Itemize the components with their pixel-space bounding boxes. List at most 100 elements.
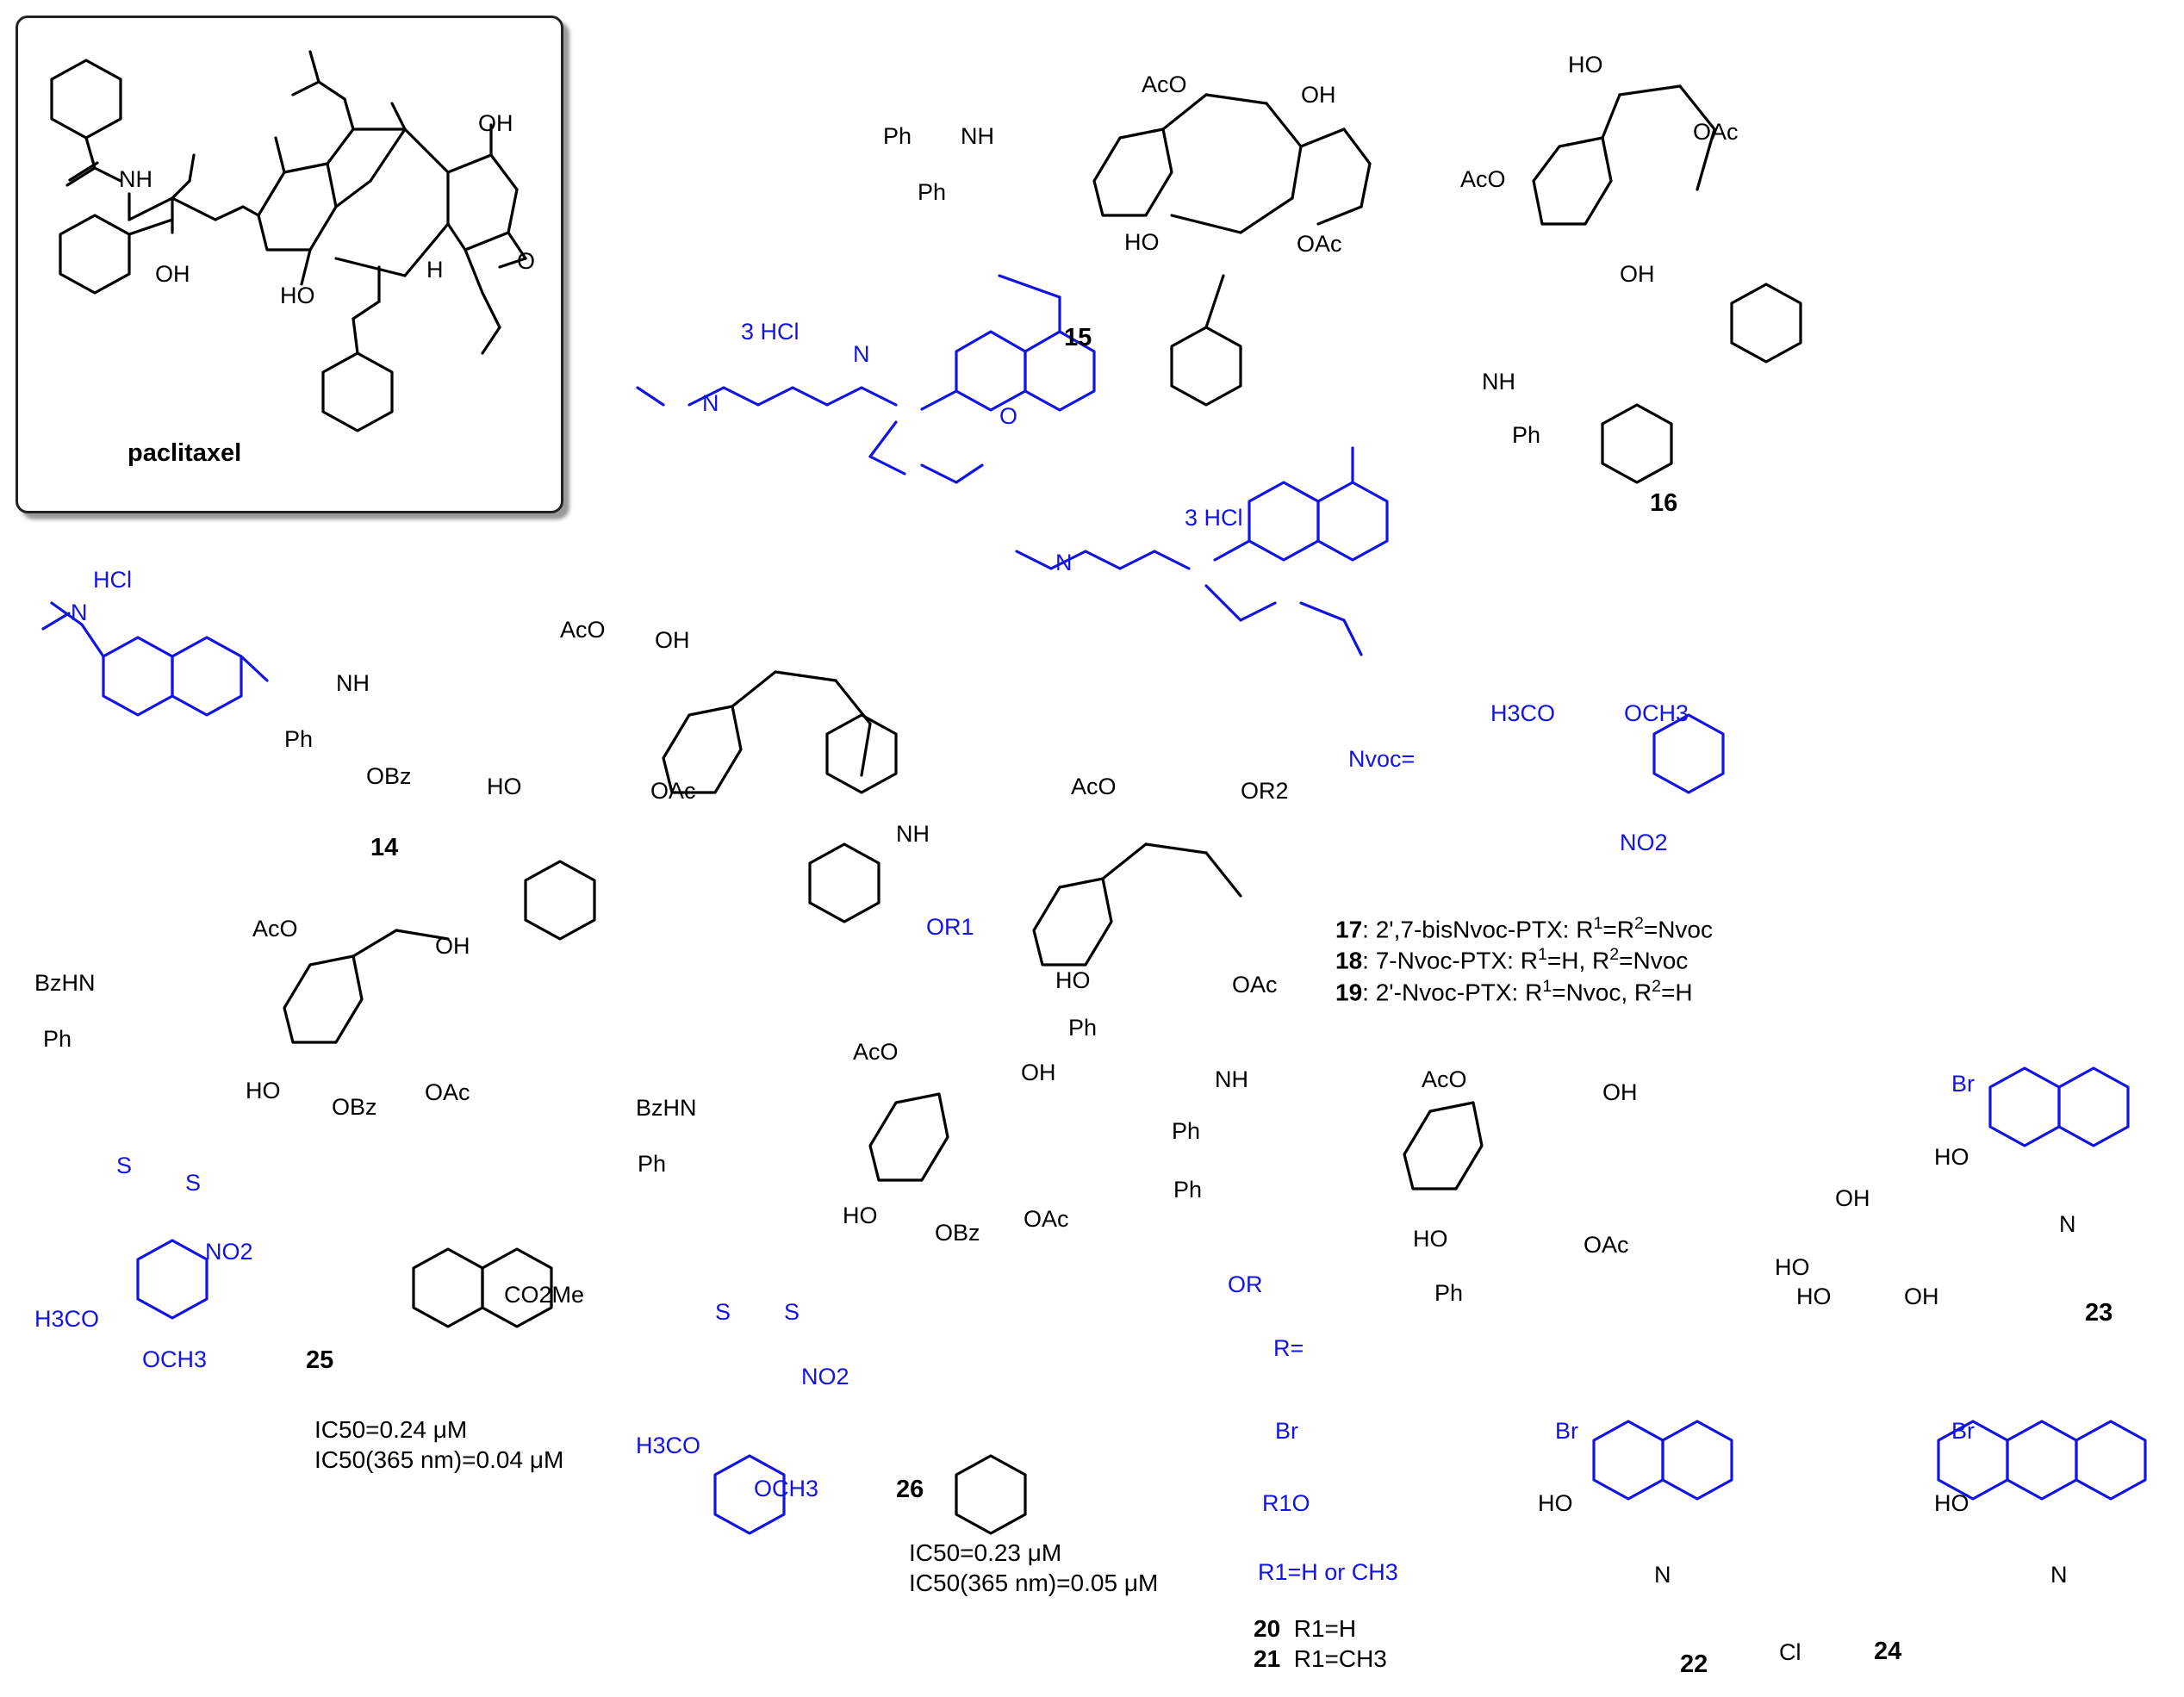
atom-label-ph: Ph [883,123,912,149]
atom-label-ph: Ph [1512,422,1541,448]
atom-label-oh: OH [435,933,470,959]
atom-label-n: N [702,390,719,416]
compound-20-21-legend: 20 R1=H 21 R1=CH3 [1254,1613,1387,1674]
atom-label-ph: Ph [1434,1280,1464,1306]
atom-label-och3: OCH3 [142,1346,208,1372]
compound-26-activity: IC50=0.23 μM IC50(365 nm)=0.05 μM [909,1538,1158,1598]
compound-number: 15 [1064,324,1092,351]
atom-label-bzhn: BzHN [34,970,96,996]
taxane-cores [524,84,1802,967]
atom-label-oac: OAc [1297,231,1342,257]
compound-25-activity: IC50=0.24 μM IC50(365 nm)=0.04 μM [314,1414,563,1475]
salt-label: HCl [93,567,132,593]
atom-label-no2: NO2 [205,1239,253,1265]
atom-label-oac: OAc [1024,1206,1069,1232]
atom-label-obz: OBz [366,763,412,789]
compound-number: 14 [370,834,399,861]
atom-label-oh: OH [478,110,513,136]
atom-label-s: S [116,1153,133,1178]
atom-label-aco: AcO [560,617,606,643]
atom-label-ho: HO [1934,1490,1969,1516]
atom-label-oac: OAc [1693,119,1739,145]
atom-label-br: Br [1555,1418,1578,1444]
compound-number: 16 [1650,489,1678,517]
atom-label-oh: OH [655,627,690,653]
atom-label-ph: Ph [1068,1015,1098,1041]
legend-line-19: 19: 2'-Nvoc-PTX: R1=Nvoc, R2=H [1335,976,1693,1005]
atom-label-och3: OCH3 [1624,700,1689,726]
atom-label-oac: OAc [650,778,696,804]
atom-label-oac: OAc [1232,972,1278,998]
legend-line-18: 18: 7-Nvoc-PTX: R1=H, R2=Nvoc [1335,945,1689,974]
atom-label-h3co: H3CO [636,1433,701,1458]
atom-label-aco: AcO [1422,1066,1467,1092]
salt-label: 3 HCl [1185,505,1243,531]
atom-label-aco: AcO [252,916,298,942]
atom-label-ho: HO [1055,967,1091,993]
atom-label-och3: OCH3 [754,1476,819,1501]
atom-label-ph: Ph [284,726,314,752]
atom-label-aco: AcO [1142,71,1187,97]
atom-label-ph: Ph [1173,1177,1203,1203]
atom-label-nh: NH [961,123,994,149]
atom-label-obz: OBz [332,1094,377,1120]
atom-label-oh: OH [1835,1185,1870,1211]
atom-label-aco: AcO [1071,774,1117,799]
compound-number: 24 [1874,1638,1902,1665]
atom-label-r1o: R1O [1262,1490,1310,1516]
atom-label-ho: HO [246,1078,281,1103]
compound-15-cage [636,274,1096,484]
compound-number: 23 [2085,1299,2113,1327]
atom-label-aco: AcO [1460,166,1506,192]
ic50-value: IC50=0.23 μM [909,1539,1062,1566]
atom-label-ho: HO [1775,1254,1810,1280]
atom-label-or2: OR2 [1241,778,1289,804]
atom-label-ho: HO [487,774,522,799]
atom-label-obz: OBz [935,1220,980,1246]
atom-label-or1: OR1 [926,914,974,940]
atom-label-s: S [715,1299,731,1325]
atom-label-oh: OH [155,261,190,287]
ic50-value: IC50=0.24 μM [314,1416,468,1443]
salt-label: 3 HCl [741,319,800,345]
compound-number: 25 [306,1346,334,1374]
atom-label-co2me: CO2Me [504,1282,585,1308]
lower-structures [136,713,2147,1535]
atom-label-no2: NO2 [801,1364,849,1389]
atom-label-br: Br [1951,1418,1975,1444]
atom-label-no2: NO2 [1620,830,1668,855]
legend-line-17: 17: 2',7-bisNvoc-PTX: R1=R2=Nvoc [1335,914,1713,943]
atom-label-nh: NH [1482,369,1515,395]
atom-label-ph: Ph [638,1151,667,1177]
atom-label-oac: OAc [1584,1232,1629,1258]
atom-label-n: N [71,600,88,625]
legend-line-21: 21 R1=CH3 [1254,1645,1387,1672]
compound-number: 22 [1680,1650,1708,1678]
atom-label-nh: NH [336,670,370,696]
atom-label-n: N [2059,1211,2076,1237]
atom-label-ph: Ph [1172,1118,1201,1144]
nvoc-label: Nvoc= [1348,746,1416,772]
atom-label-bzhn: BzHN [636,1095,697,1121]
atom-label-nh: NH [896,821,930,847]
atom-label-ho: HO [1413,1226,1448,1252]
atom-label-ho: HO [843,1203,878,1228]
atom-label-n: N [1055,550,1073,575]
atom-label-oh: OH [1620,261,1655,287]
ic50-365-value: IC50(365 nm)=0.04 μM [314,1446,564,1473]
atom-label-oh: OH [1904,1284,1939,1309]
r-definition-label: R= [1273,1335,1304,1361]
atom-label-ph: Ph [918,179,947,205]
atom-label-h: H [426,257,444,283]
compound-16-cage [1015,446,1389,656]
r1-definition: R1=H or CH3 [1258,1559,1398,1585]
atom-label-ho: HO [1124,229,1160,255]
atom-label-o: O [517,248,536,274]
atom-label-nh: NH [119,166,152,192]
atom-label-n: N [853,341,870,367]
atom-label-o: O [999,403,1018,429]
atom-label-cl: Cl [1779,1639,1801,1665]
atom-label-n: N [1654,1562,1671,1588]
compound-number: 26 [896,1476,924,1503]
